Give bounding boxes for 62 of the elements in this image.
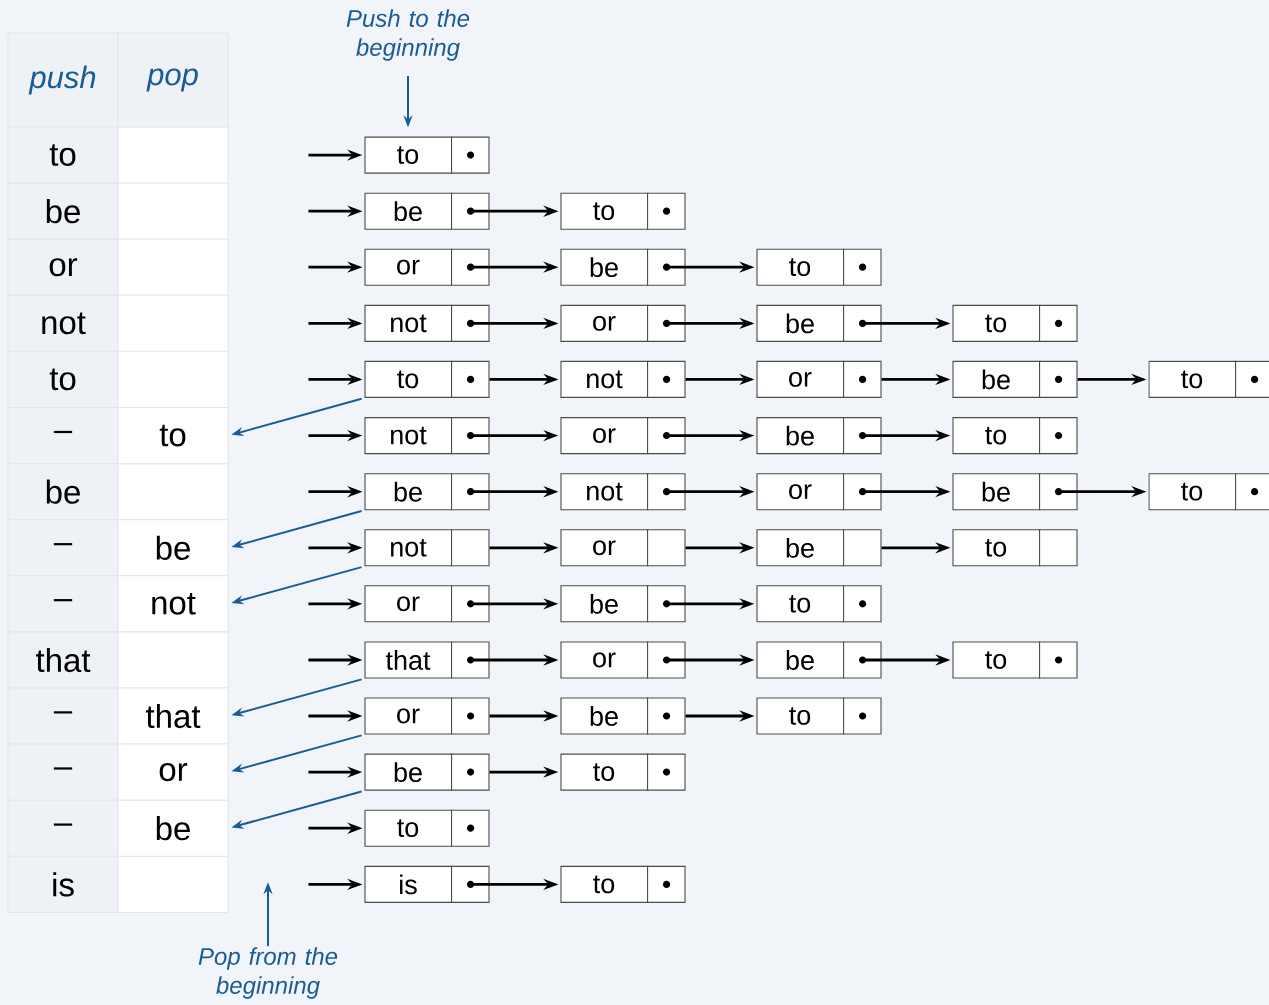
list-node: or bbox=[560, 416, 686, 455]
list-node: or bbox=[364, 584, 490, 623]
list-node: or bbox=[560, 304, 686, 343]
list-node: to bbox=[952, 416, 1078, 455]
table-cell: or bbox=[7, 238, 119, 296]
list-node: to bbox=[756, 248, 882, 287]
list-node: is bbox=[364, 865, 490, 904]
table-cell: or bbox=[117, 743, 229, 801]
table-cell: not bbox=[7, 294, 119, 352]
list-node: be bbox=[364, 472, 490, 511]
list-node: not bbox=[364, 528, 490, 567]
table-cell: that bbox=[117, 687, 229, 745]
list-node: not bbox=[364, 416, 490, 455]
list-node: to bbox=[952, 304, 1078, 343]
list-node: be bbox=[952, 472, 1078, 511]
table-cell: to bbox=[7, 126, 119, 184]
list-node: be bbox=[364, 192, 490, 231]
list-node: to bbox=[1148, 360, 1269, 399]
list-node: be bbox=[560, 696, 686, 736]
list-node: that bbox=[364, 640, 490, 680]
annotation-text: Push to the beginning bbox=[346, 9, 470, 61]
list-node: or bbox=[364, 696, 490, 736]
column-header: pop bbox=[117, 32, 229, 128]
table-cell: that bbox=[7, 631, 119, 689]
table-cell: be bbox=[117, 799, 229, 857]
list-node: be bbox=[756, 304, 882, 343]
table-cell: be bbox=[117, 519, 229, 577]
list-node: to bbox=[1148, 472, 1269, 511]
list-node: or bbox=[364, 248, 490, 287]
list-node: not bbox=[560, 472, 686, 511]
list-node: to bbox=[364, 809, 490, 848]
list-node: to bbox=[952, 528, 1078, 567]
list-node: to bbox=[364, 136, 490, 175]
column-header: push bbox=[7, 32, 119, 128]
list-node: to bbox=[560, 753, 686, 792]
table-cell: be bbox=[7, 463, 119, 521]
list-node: not bbox=[364, 304, 490, 343]
list-node: not bbox=[560, 360, 686, 399]
list-node: to bbox=[364, 360, 490, 399]
list-node: be bbox=[560, 248, 686, 287]
list-node: be bbox=[756, 416, 882, 455]
table-cell: to bbox=[7, 350, 119, 408]
list-node: to bbox=[952, 640, 1078, 680]
table-cell: – bbox=[7, 575, 119, 633]
list-node: or bbox=[756, 360, 882, 399]
list-node: be bbox=[952, 360, 1078, 399]
list-node: to bbox=[756, 584, 882, 623]
table-cell: to bbox=[117, 407, 229, 465]
list-node: to bbox=[560, 192, 686, 231]
table-cell: not bbox=[117, 575, 229, 633]
table-cell: is bbox=[7, 855, 119, 913]
list-node: or bbox=[560, 528, 686, 567]
table-cell: be bbox=[7, 182, 119, 240]
annotation-text: Pop from the beginning bbox=[198, 947, 338, 999]
list-node: or bbox=[756, 472, 882, 511]
list-node: be bbox=[364, 753, 490, 792]
list-node: to bbox=[560, 865, 686, 904]
list-node: or bbox=[560, 640, 686, 680]
list-node: be bbox=[756, 528, 882, 567]
list-node: be bbox=[560, 584, 686, 623]
list-node: be bbox=[756, 640, 882, 680]
list-node: to bbox=[756, 696, 882, 736]
